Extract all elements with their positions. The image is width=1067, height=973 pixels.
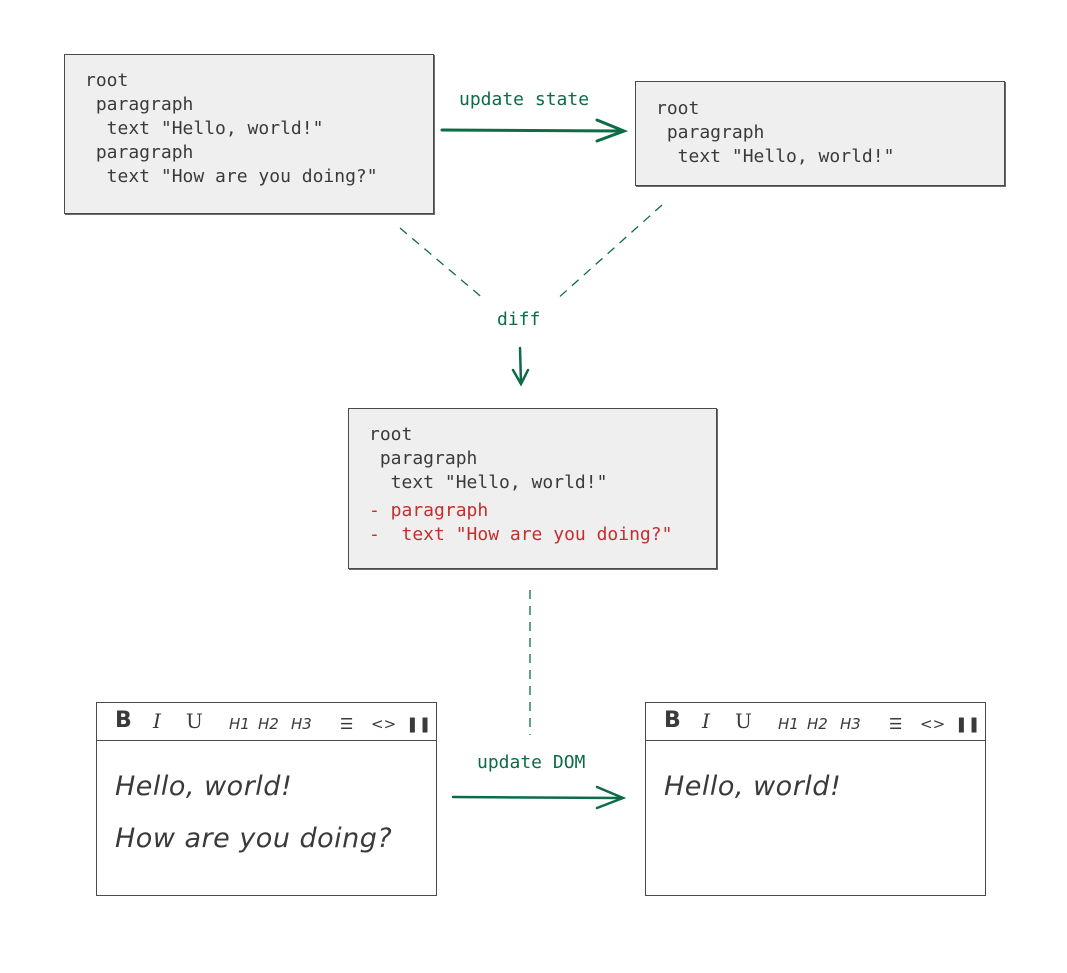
old-tree-line: text "Hello, world!" — [85, 118, 324, 139]
bold-button[interactable]: B — [115, 708, 132, 733]
quote-icon[interactable]: ❚❚ — [955, 715, 981, 733]
quote-icon[interactable]: ❚❚ — [406, 715, 432, 733]
editor-paragraph: How are you doing? — [115, 823, 393, 854]
list-icon[interactable]: ☰ — [340, 715, 354, 733]
italic-button[interactable]: I — [153, 709, 161, 733]
diff-kept-line: root — [369, 424, 413, 445]
editor-after: B I U H1 H2 H3 ☰ <> ❚❚ Hello, world! — [645, 702, 986, 896]
h1-button[interactable]: H1 — [229, 715, 250, 733]
editor-paragraph: Hello, world! — [115, 771, 293, 802]
code-icon[interactable]: <> — [920, 715, 946, 733]
old-tree-line: root — [85, 70, 129, 91]
update-dom-label: update DOM — [477, 752, 586, 773]
new-state-tree: root paragraph text "Hello, world!" — [635, 81, 1005, 186]
old-state-tree: root paragraph text "Hello, world!" para… — [64, 54, 434, 214]
diff-dashed-lines — [399, 204, 663, 735]
code-icon[interactable]: <> — [371, 715, 397, 733]
diff-tree: root paragraph text "Hello, world!" - pa… — [348, 408, 717, 569]
update-state-label: update state — [459, 89, 590, 110]
new-tree-line: paragraph — [656, 122, 765, 143]
diff-kept-line: text "Hello, world!" — [369, 472, 608, 493]
diff-removed-line: - paragraph — [369, 500, 489, 521]
diff-kept-line: paragraph — [369, 448, 478, 469]
h3-button[interactable]: H3 — [840, 715, 861, 733]
old-tree-line: paragraph — [85, 142, 194, 163]
underline-button[interactable]: U — [735, 709, 752, 733]
update-state-arrow — [440, 118, 629, 143]
diff-label: diff — [497, 309, 541, 330]
editor-before: B I U H1 H2 H3 ☰ <> ❚❚ Hello, world! How… — [96, 702, 437, 896]
editor-toolbar: B I U H1 H2 H3 ☰ <> ❚❚ — [646, 703, 985, 741]
diff-removed-line: - text "How are you doing?" — [369, 524, 673, 545]
h3-button[interactable]: H3 — [291, 715, 312, 733]
old-tree-line: text "How are you doing?" — [85, 166, 378, 187]
h2-button[interactable]: H2 — [258, 715, 279, 733]
italic-button[interactable]: I — [702, 709, 710, 733]
editor-toolbar: B I U H1 H2 H3 ☰ <> ❚❚ — [97, 703, 436, 741]
old-tree-line: paragraph — [85, 94, 194, 115]
list-icon[interactable]: ☰ — [889, 715, 903, 733]
update-dom-arrow — [451, 785, 627, 810]
new-tree-line: text "Hello, world!" — [656, 146, 895, 167]
h2-button[interactable]: H2 — [807, 715, 828, 733]
new-tree-line: root — [656, 98, 700, 119]
bold-button[interactable]: B — [664, 708, 681, 733]
h1-button[interactable]: H1 — [778, 715, 799, 733]
underline-button[interactable]: U — [186, 709, 203, 733]
diff-down-arrow — [511, 346, 530, 387]
editor-paragraph: Hello, world! — [664, 771, 842, 802]
